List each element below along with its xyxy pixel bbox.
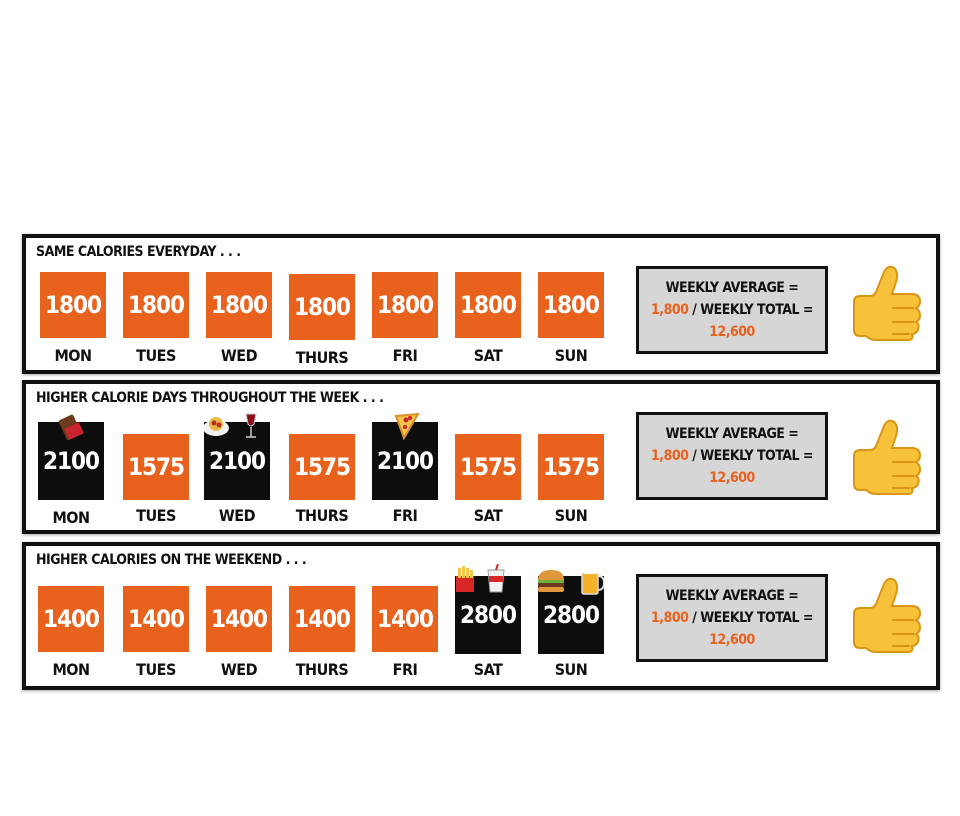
- day-label-thurs: THURS: [295, 660, 349, 679]
- day-tile-tues: 1800: [123, 272, 189, 338]
- day-label-fri: FRI: [392, 346, 418, 365]
- day-tile-sun: 1800: [538, 272, 604, 338]
- day-label-sat: SAT: [473, 506, 503, 525]
- weekly-average-label: WEEKLY AVERAGE =: [665, 426, 799, 442]
- day-label-fri: FRI: [392, 506, 418, 525]
- day-tile-fri: 1400: [372, 586, 438, 652]
- weekly-total-value: 12,600: [709, 632, 755, 648]
- weekly-average-value: 1,800: [651, 610, 689, 626]
- day-label-mon: MON: [52, 660, 90, 679]
- day-tile-thurs: 1400: [289, 586, 355, 652]
- day-label-tues: TUES: [136, 346, 176, 365]
- weekly-total-value: 12,600: [709, 470, 755, 486]
- weekly-summary-box: WEEKLY AVERAGE = 1,800 / WEEKLY TOTAL = …: [636, 574, 828, 662]
- thumbs-up-icon: [853, 577, 922, 653]
- weekly-summary-box: WEEKLY AVERAGE = 1,800 / WEEKLY TOTAL = …: [636, 412, 828, 500]
- weekly-total-value: 12,600: [709, 324, 755, 340]
- day-tile-sun: 1575: [538, 434, 604, 500]
- pizza-icon: [394, 412, 420, 440]
- day-tile-wed: 1400: [206, 586, 272, 652]
- day-label-wed: WED: [220, 660, 258, 679]
- day-tile-mon: 1400: [38, 586, 104, 652]
- day-tile-sat: 1800: [455, 272, 521, 338]
- day-tile-tues: 1400: [123, 586, 189, 652]
- weekly-average-line: 1,800 / WEEKLY TOTAL =: [651, 607, 813, 629]
- panel-higher-days-throughout-week: HIGHER CALORIE DAYS THROUGHOUT THE WEEK …: [22, 380, 940, 534]
- panel-higher-calories-weekend: HIGHER CALORIES ON THE WEEKEND . . . 140…: [22, 542, 940, 690]
- day-tile-mon: 1800: [40, 272, 106, 338]
- thumbs-up-icon: [853, 265, 922, 341]
- spaghetti-and-wine-icon: [203, 413, 257, 438]
- panel-same-calories: SAME CALORIES EVERYDAY . . . 1800 1800 1…: [22, 234, 940, 374]
- day-tile-wed: 1800: [206, 272, 272, 338]
- day-tile-thurs: 1800: [289, 274, 355, 340]
- day-label-sat: SAT: [473, 346, 503, 365]
- day-label-wed: WED: [218, 506, 256, 525]
- chocolate-bar-icon: [58, 414, 84, 441]
- panel-title: SAME CALORIES EVERYDAY . . .: [36, 244, 241, 260]
- day-label-wed: WED: [220, 346, 258, 365]
- day-label-sat: SAT: [473, 660, 503, 679]
- thumbs-up-icon: [853, 419, 922, 495]
- fries-and-drink-icon: [456, 564, 505, 593]
- day-tile-fri: 1800: [372, 272, 438, 338]
- weekly-average-value: 1,800: [651, 302, 689, 318]
- weekly-total-label: / WEEKLY TOTAL =: [688, 448, 813, 464]
- weekly-average-label: WEEKLY AVERAGE =: [665, 588, 799, 604]
- day-label-sun: SUN: [554, 660, 588, 679]
- day-label-mon: MON: [52, 508, 90, 527]
- weekly-average-label: WEEKLY AVERAGE =: [665, 280, 799, 296]
- weekly-summary-box: WEEKLY AVERAGE = 1,800 / WEEKLY TOTAL = …: [636, 266, 828, 354]
- weekly-average-line: 1,800 / WEEKLY TOTAL =: [651, 445, 813, 467]
- day-label-sun: SUN: [554, 346, 588, 365]
- weekly-average-value: 1,800: [651, 448, 689, 464]
- day-tile-sat: 1575: [455, 434, 521, 500]
- day-tile-thurs: 1575: [289, 434, 355, 500]
- day-label-fri: FRI: [392, 660, 418, 679]
- weekly-total-label: / WEEKLY TOTAL =: [688, 302, 813, 318]
- weekly-total-label: / WEEKLY TOTAL =: [688, 610, 813, 626]
- weekly-average-line: 1,800 / WEEKLY TOTAL =: [651, 299, 813, 321]
- day-label-thurs: THURS: [295, 348, 349, 367]
- day-label-thurs: THURS: [295, 506, 349, 525]
- panel-title: HIGHER CALORIE DAYS THROUGHOUT THE WEEK …: [36, 390, 384, 406]
- burger-and-beer-icon: [538, 568, 604, 595]
- day-label-tues: TUES: [136, 660, 176, 679]
- panel-title: HIGHER CALORIES ON THE WEEKEND . . .: [36, 552, 307, 568]
- day-label-sun: SUN: [554, 506, 588, 525]
- day-label-tues: TUES: [136, 506, 176, 525]
- day-tile-tues: 1575: [123, 434, 189, 500]
- day-label-mon: MON: [54, 346, 92, 365]
